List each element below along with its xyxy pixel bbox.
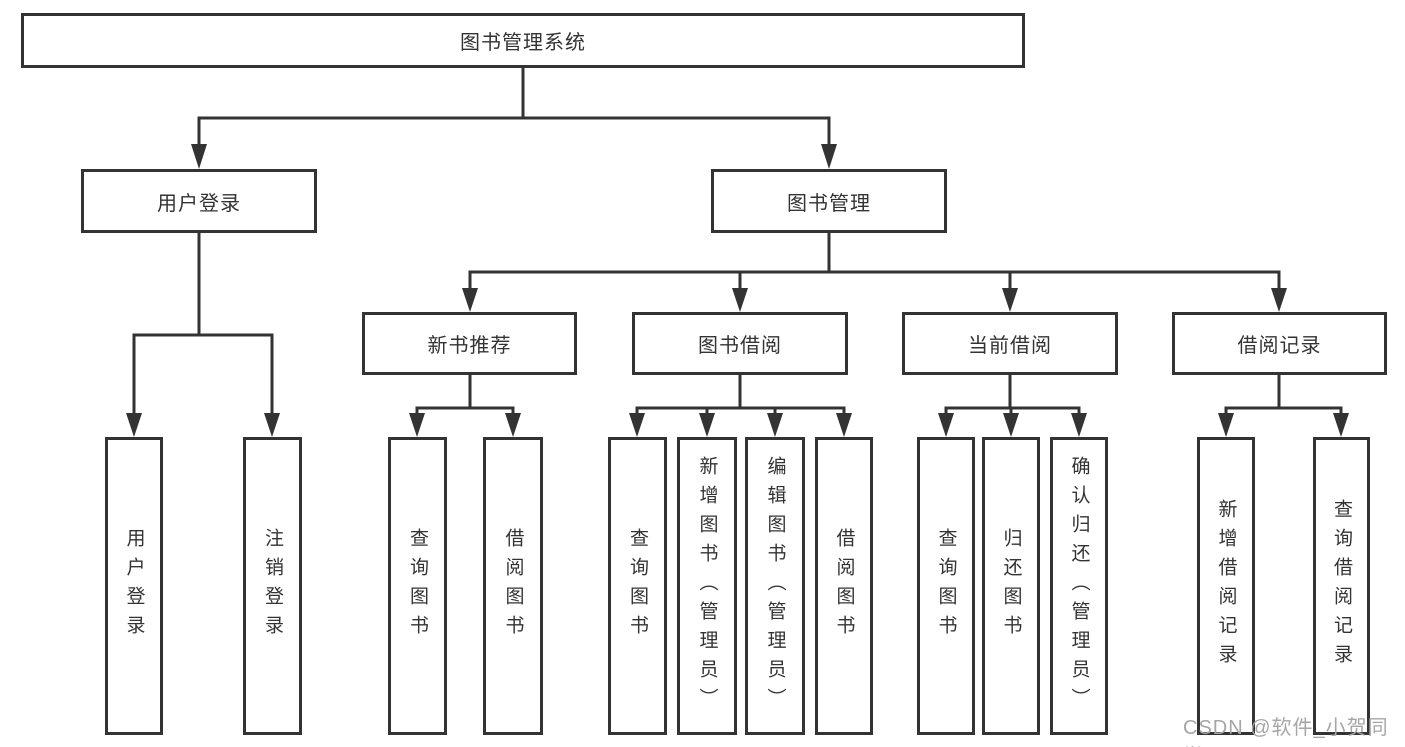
arrowhead-icon: [505, 413, 521, 437]
leaf-query-books-current: 查询图书: [917, 437, 975, 735]
arrowhead-icon: [1071, 413, 1087, 437]
arrowhead-icon: [1218, 413, 1234, 437]
leaf-query-borrow-record: 查询借阅记录: [1313, 437, 1370, 735]
arrowhead-icon: [732, 288, 748, 312]
connector-root-to-level2: [197, 66, 831, 148]
arrowhead-icon: [1333, 413, 1349, 437]
arrowhead-icon: [629, 413, 645, 437]
leaf-return-books: 归还图书: [982, 437, 1040, 735]
leaf-add-books-admin: 新增图书（管理员）: [677, 437, 737, 735]
leaf-query-books-recommend: 查询图书: [388, 437, 447, 735]
arrowhead-group: [126, 144, 1349, 437]
leaf-borrow-books-recommend: 借阅图书: [483, 437, 543, 735]
node-current-borrowing: 当前借阅: [902, 312, 1118, 375]
node-new-book-recommend: 新书推荐: [362, 312, 577, 375]
leaf-edit-books-admin: 编辑图书（管理员）: [745, 437, 805, 735]
leaf-logout: 注销登录: [243, 437, 302, 735]
csdn-watermark: CSDN @软件_小贺同学: [1183, 717, 1389, 747]
arrowhead-icon: [409, 413, 425, 437]
arrowhead-icon: [836, 413, 852, 437]
leaf-user-login: 用户登录: [105, 437, 163, 735]
arrowhead-icon: [938, 413, 954, 437]
node-user-login: 用户登录: [81, 169, 317, 233]
connector-current-borrowing-to-leaves: [944, 373, 1081, 417]
arrowhead-icon: [1003, 413, 1019, 437]
leaf-borrow-books-borrowing: 借阅图书: [815, 437, 873, 735]
connector-book-management-to-level3: [468, 231, 1281, 292]
arrowhead-icon: [264, 413, 280, 437]
arrowhead-icon: [1002, 288, 1018, 312]
connector-borrowing-records-to-leaves: [1224, 373, 1343, 417]
leaf-confirm-return-admin: 确认归还（管理员）: [1050, 437, 1108, 735]
arrowhead-icon: [767, 413, 783, 437]
arrowhead-icon: [821, 144, 837, 169]
connector-book-borrowing-to-leaves: [635, 373, 846, 417]
node-book-borrowing: 图书借阅: [632, 312, 848, 375]
arrowhead-icon: [191, 144, 207, 169]
connector-stroke-group: [132, 66, 1343, 418]
arrowhead-icon: [126, 413, 142, 437]
arrowhead-icon: [1271, 288, 1287, 312]
connector-user-login-to-leaves: [132, 231, 274, 418]
connector-new-book-recommend-to-leaves: [415, 373, 515, 417]
node-library-management-system: 图书管理系统: [21, 13, 1025, 68]
arrowhead-icon: [462, 288, 478, 312]
leaf-query-books-borrowing: 查询图书: [608, 437, 667, 735]
node-borrowing-records: 借阅记录: [1172, 312, 1387, 375]
arrowhead-icon: [699, 413, 715, 437]
node-book-management: 图书管理: [711, 169, 947, 233]
leaf-add-borrow-record: 新增借阅记录: [1197, 437, 1255, 735]
